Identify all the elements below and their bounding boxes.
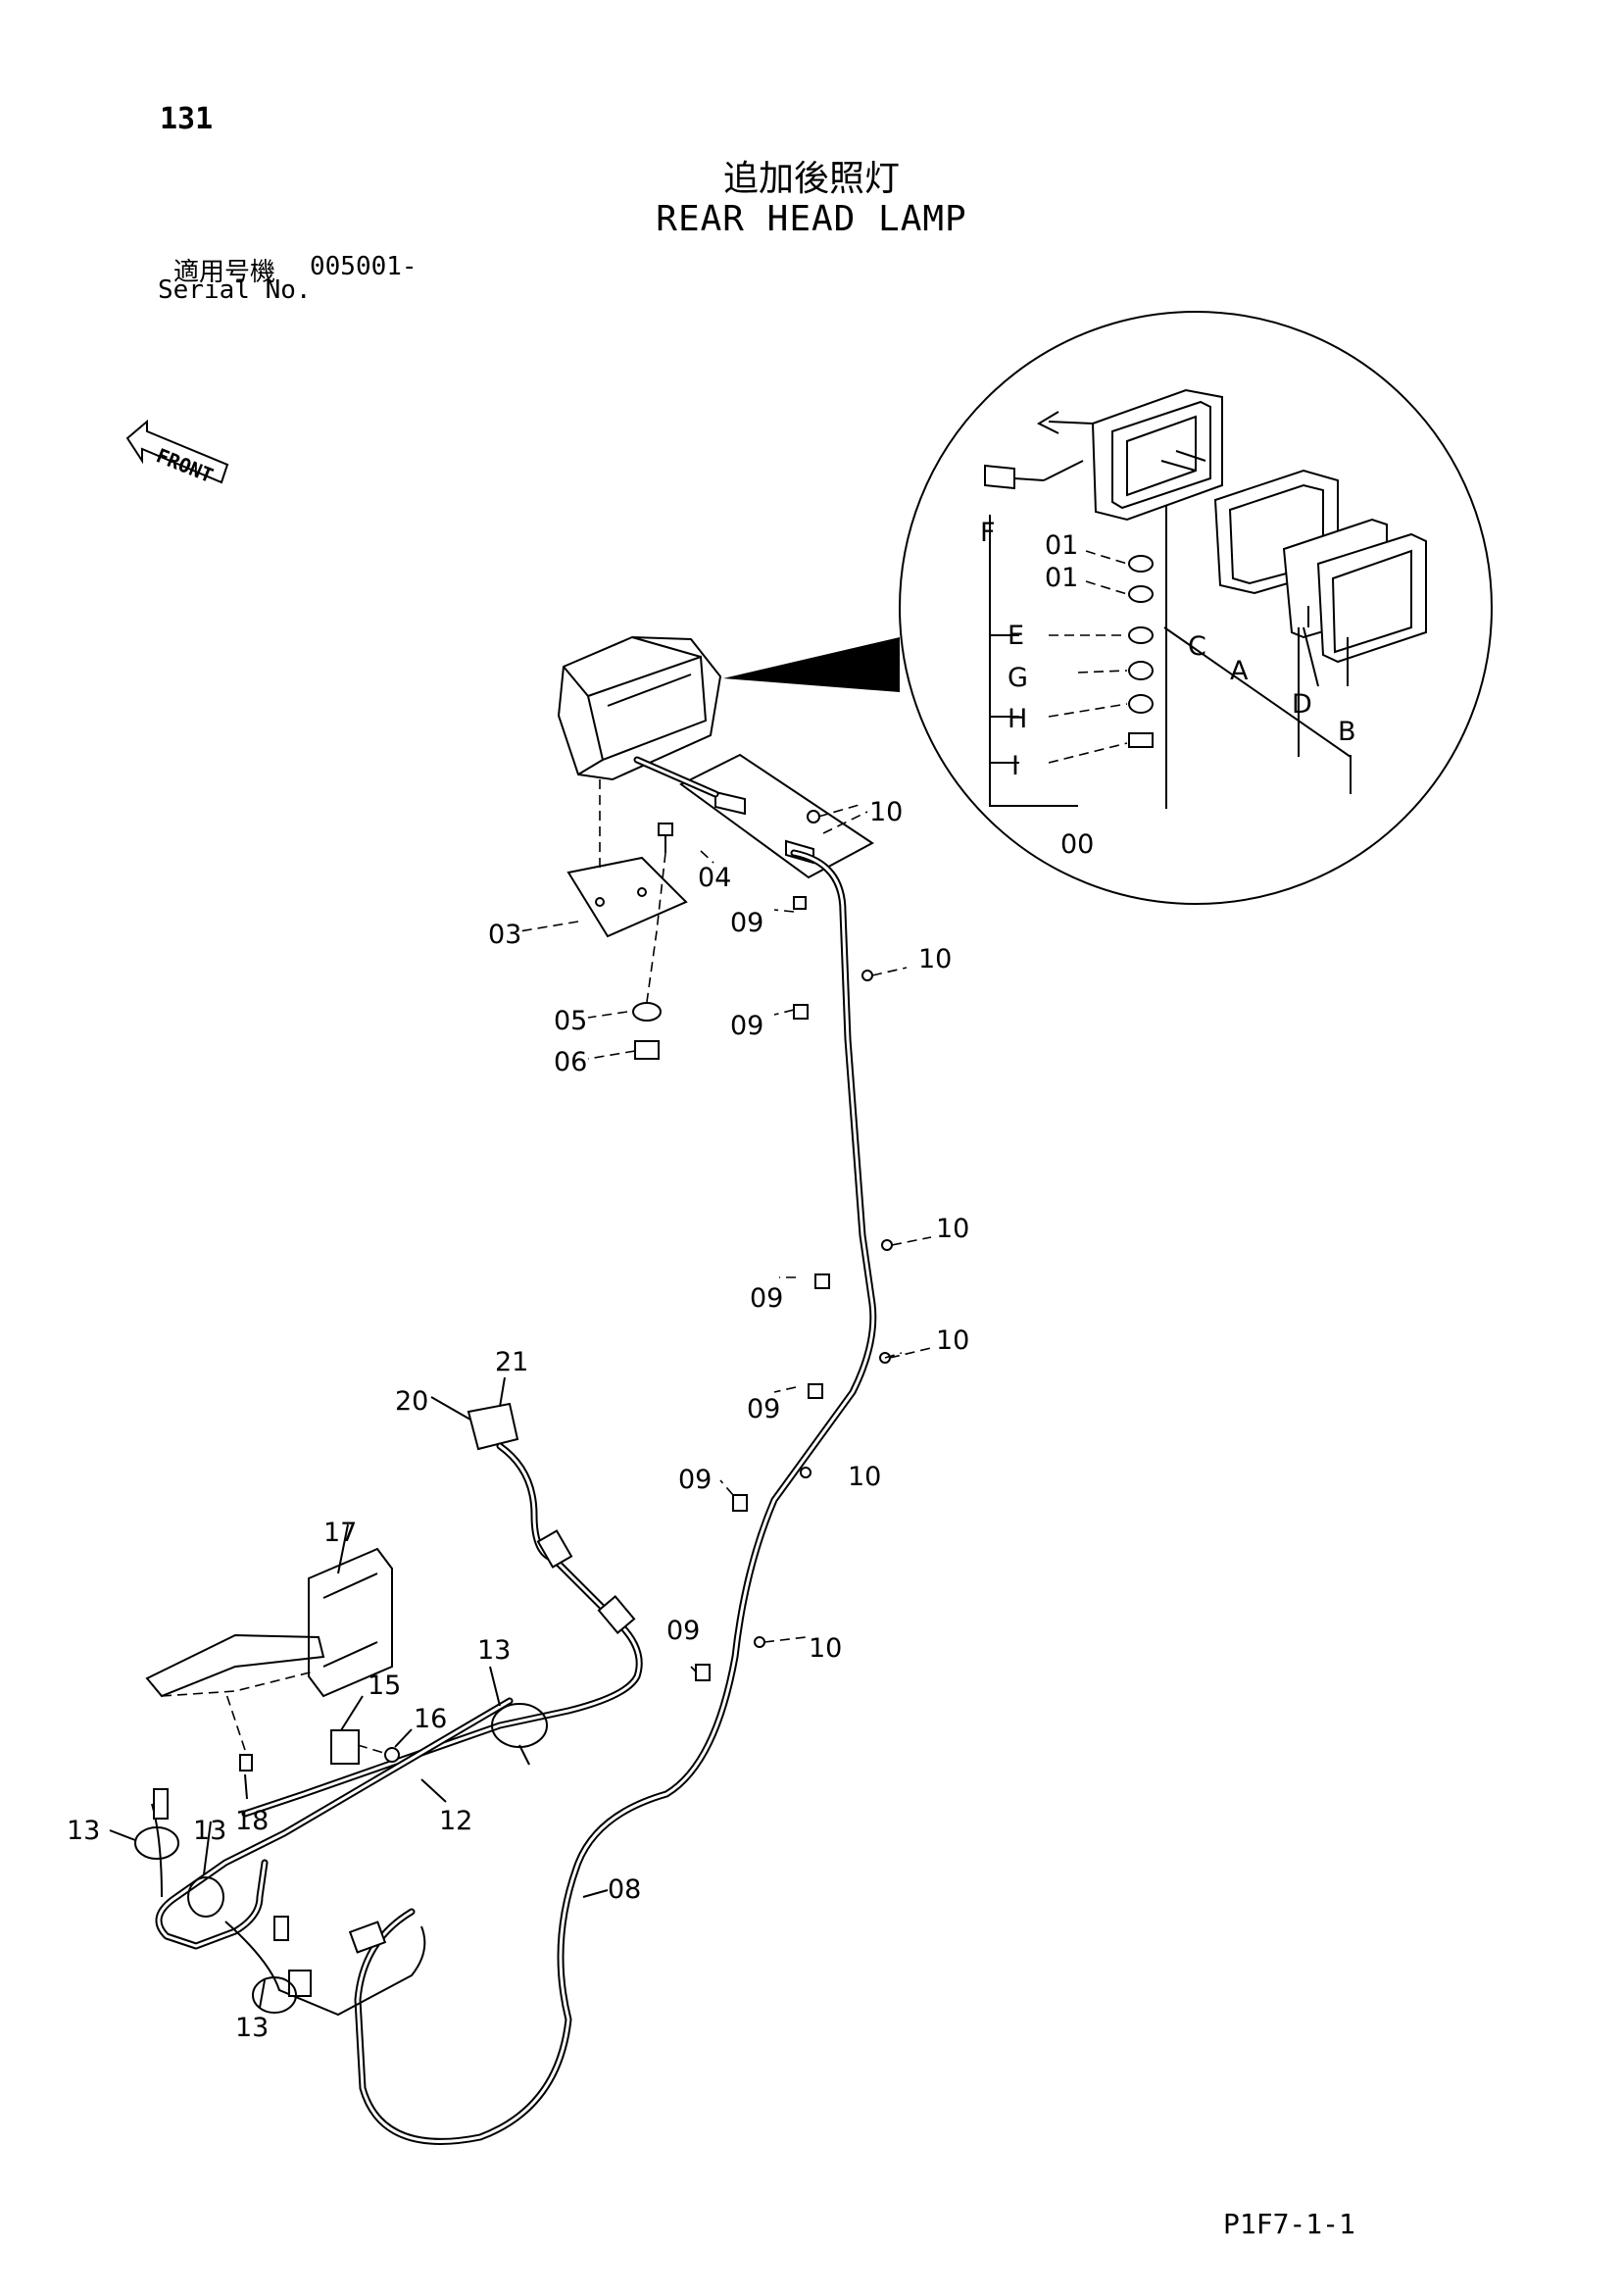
nut-icon [1128, 732, 1154, 748]
detail-label-01: 01 [1045, 563, 1078, 593]
callout-09: 09 [747, 1394, 780, 1424]
washer-icon [1128, 694, 1154, 714]
connector-icon [536, 1529, 573, 1569]
detail-bolt-icon [984, 464, 1015, 490]
callout-09: 09 [730, 1011, 763, 1041]
callout-06: 06 [554, 1047, 587, 1077]
detail-label-d: D [1292, 689, 1312, 720]
callout-13: 13 [67, 1816, 100, 1846]
callout-05: 05 [554, 1006, 587, 1036]
rear-head-lamp-icon [557, 635, 722, 781]
callout-13: 13 [235, 2013, 269, 2043]
detail-label-f: F [980, 518, 996, 548]
serial-label-japanese: 適用号機 [173, 258, 276, 287]
detail-pointer-icon [723, 637, 900, 692]
callout-04: 04 [698, 863, 731, 893]
callout-13: 13 [477, 1635, 511, 1666]
clip-icon [239, 1754, 253, 1772]
detail-circle [899, 311, 1493, 905]
callout-17: 17 [323, 1518, 357, 1548]
detail-label-a: A [1230, 656, 1249, 686]
callout-09: 09 [730, 908, 763, 938]
callout-13: 13 [193, 1816, 226, 1846]
callout-10: 10 [809, 1633, 842, 1664]
detail-label-00: 00 [1060, 829, 1094, 860]
page-title-english: REAR HEAD LAMP [656, 199, 967, 239]
serial-number-value: 005001- [310, 252, 418, 281]
nut-icon [634, 1040, 660, 1060]
cable-tie-icon [134, 1703, 548, 2014]
callout-20: 20 [395, 1386, 428, 1417]
switch-icon [467, 1402, 519, 1451]
spring-washer-icon [1128, 661, 1154, 680]
callout-10: 10 [918, 944, 952, 974]
washer-icon [1128, 555, 1154, 573]
connector-icon [153, 1788, 169, 1820]
connector-icon [348, 1921, 387, 1954]
callout-10: 10 [936, 1325, 969, 1356]
detail-label-i: I [1011, 751, 1019, 781]
connector-icon [597, 1595, 636, 1634]
callout-10: 10 [848, 1462, 881, 1492]
detail-label-01: 01 [1045, 530, 1078, 561]
detail-label-e: E [1008, 621, 1024, 651]
washer-icon [1128, 626, 1154, 644]
detail-label-b: B [1338, 717, 1356, 747]
callout-09: 09 [666, 1616, 700, 1646]
callout-09: 09 [678, 1465, 712, 1495]
callout-08: 08 [608, 1874, 641, 1905]
callout-09: 09 [750, 1283, 783, 1314]
washer-icon [1128, 585, 1154, 603]
front-arrow-icon: FRONT [125, 419, 229, 487]
connector-icon [288, 1970, 312, 1997]
screw-icon [384, 1747, 400, 1763]
bolt-icon [658, 823, 673, 836]
serial-label-english: Serial No. [158, 275, 312, 305]
callout-21: 21 [495, 1347, 528, 1377]
callout-16: 16 [414, 1704, 447, 1734]
bracket-icon [566, 856, 688, 938]
callout-10: 10 [869, 797, 903, 827]
sub-harness-icon [241, 1442, 643, 1818]
connector-icon [714, 790, 746, 816]
detail-label-g: G [1008, 663, 1028, 693]
lamp-detail-view [723, 311, 1493, 905]
bracket-icon [308, 1547, 393, 1698]
washer-icon [632, 1002, 662, 1022]
callout-03: 03 [488, 920, 521, 950]
main-harness-icon [354, 756, 877, 2145]
page-number: 131 [160, 102, 214, 136]
callout-12: 12 [439, 1806, 472, 1836]
detail-rim-icon [1316, 532, 1427, 664]
relay-icon [330, 1729, 360, 1765]
callout-15: 15 [368, 1671, 401, 1701]
connector-icon [273, 1916, 289, 1941]
page-title-japanese: 追加後照灯 [722, 159, 900, 199]
detail-label-c: C [1188, 631, 1206, 662]
callout-10: 10 [936, 1214, 969, 1244]
detail-label-h: H [1008, 704, 1027, 734]
callout-18: 18 [235, 1806, 269, 1836]
page-code: P1F7-1-1 [1223, 2208, 1355, 2240]
